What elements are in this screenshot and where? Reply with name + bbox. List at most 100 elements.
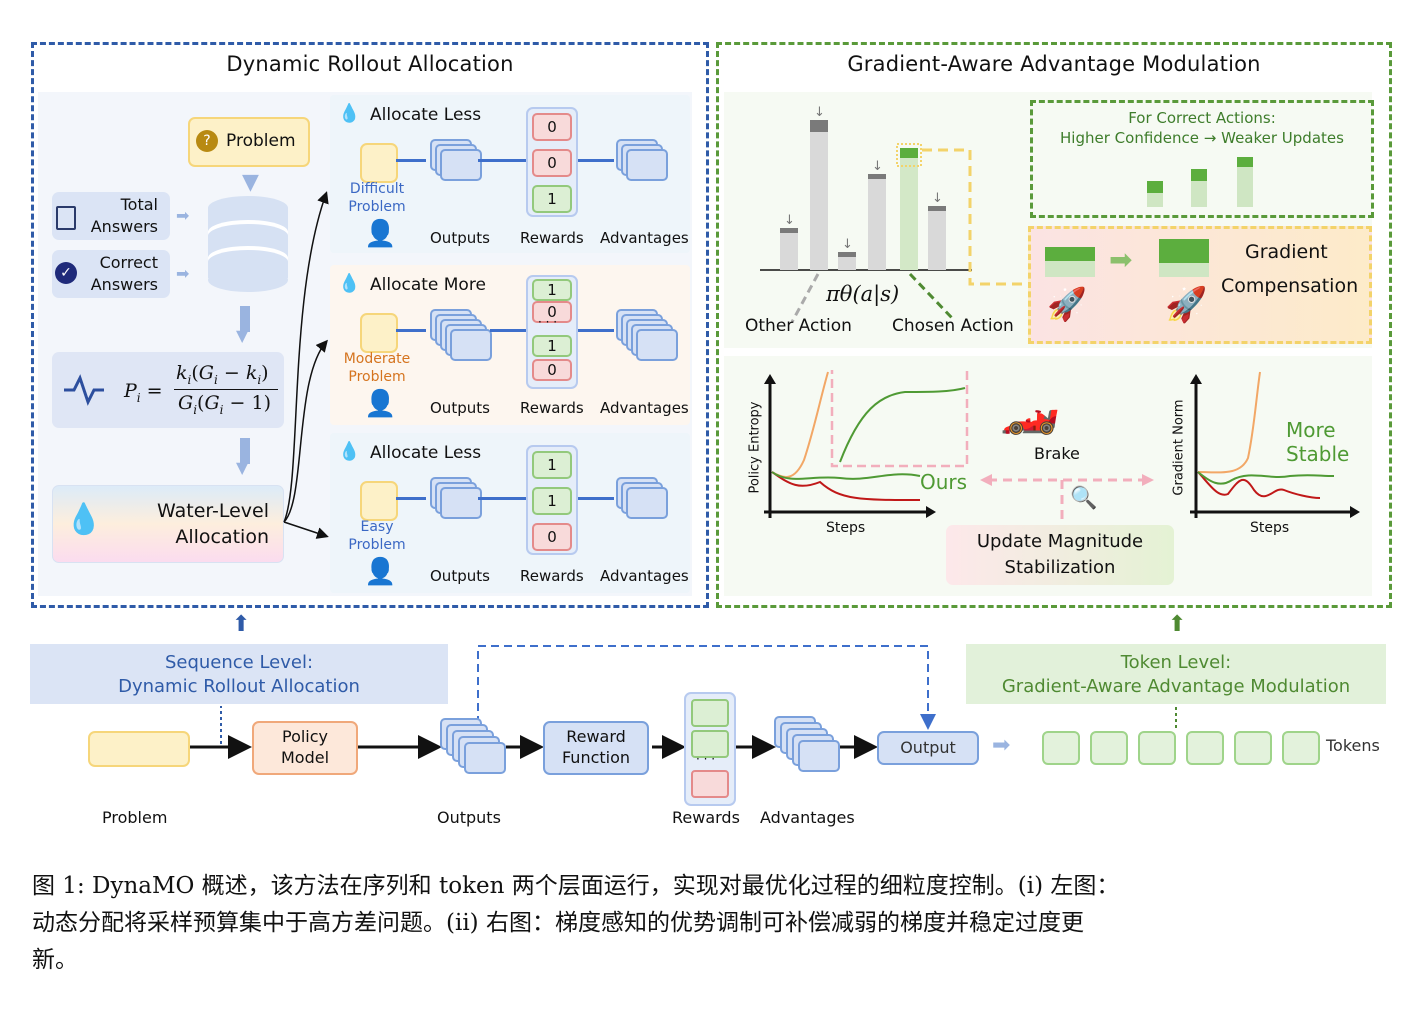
water-level-icon: 💧 — [65, 502, 103, 537]
allocation-arrows — [283, 191, 329, 539]
token-box — [1090, 731, 1128, 765]
baseline-entropy-curve — [771, 371, 829, 478]
advantages-label: Advantages — [600, 229, 689, 247]
gradnorm-ylabel: Gradient Norm — [1171, 399, 1187, 496]
difficulty-l2: Problem — [348, 537, 406, 553]
rewards-label: Rewards — [520, 399, 584, 417]
down-arrow-icon: ↓ — [814, 105, 825, 120]
decrease-cap — [838, 252, 856, 257]
correct-actions-box: For Correct Actions: Higher Confidence →… — [1030, 100, 1374, 218]
up-arrow-icon: ⬆ — [232, 612, 251, 637]
reward-cell — [691, 699, 729, 727]
gradient-compensation-box: ➡ 🚀 🚀 Gradient Compensation — [1028, 226, 1372, 344]
gradient-comp-l2: Compensation — [1221, 275, 1359, 297]
correct-actions-l2: Higher Confidence → Weaker Updates — [1060, 129, 1344, 147]
pipeline-advantages-label: Advantages — [760, 808, 855, 827]
problem-box: ? Problem — [188, 117, 310, 167]
inset-curve — [839, 387, 966, 463]
right-arrow-icon: ➡ — [176, 206, 190, 225]
advantages-label: Advantages — [600, 399, 689, 417]
allocation-title: Allocate Less — [370, 105, 482, 125]
chosen-action-pointer — [908, 272, 954, 320]
difficulty-l1: Easy — [360, 519, 394, 535]
correct-actions-l1: For Correct Actions: — [1128, 109, 1276, 127]
arrow-line — [478, 497, 526, 500]
policy-model-box: Policy Model — [252, 721, 358, 775]
sequence-level-box: Sequence Level: Dynamic Rollout Allocati… — [30, 644, 448, 704]
allocation-title: Allocate Less — [370, 443, 482, 463]
problem-input-box — [88, 731, 190, 767]
rocket-icon: 🚀 — [1047, 285, 1087, 323]
arrow-line — [578, 329, 614, 332]
down-arrow-icon — [240, 438, 250, 464]
advantages-stack — [616, 477, 686, 537]
token-level-box: Token Level: Gradient-Aware Advantage Mo… — [966, 644, 1386, 704]
other-action-label: Other Action — [745, 316, 852, 336]
rocket-icon: 🚀 — [1165, 285, 1208, 325]
advantages-stack — [774, 716, 844, 776]
token-box — [1234, 731, 1272, 765]
advantages-stack — [616, 309, 686, 369]
other-action-bar — [780, 228, 798, 270]
confidence-bar — [1147, 181, 1163, 207]
outputs-stack — [430, 309, 500, 369]
water-level-l2: Allocation — [175, 526, 269, 548]
head-icon: 👤 — [364, 557, 397, 587]
output-label: Output — [900, 738, 956, 757]
correct-answers-l2: Answers — [90, 275, 158, 294]
head-icon: 👤 — [364, 389, 397, 419]
reward-cell: 1 — [532, 451, 572, 479]
down-arrow-icon: ▼ — [236, 458, 249, 477]
entropy-xlabel: Steps — [826, 520, 866, 536]
pipeline-rewards-label: Rewards — [672, 808, 740, 827]
token-box — [1042, 731, 1080, 765]
policy-entropy-plot — [764, 370, 969, 518]
more-stable-l1: More — [1286, 418, 1336, 442]
figure-caption: 图 1: DynaMO 概述，该方法在序列和 token 两个层面运行，实现对最… — [32, 868, 1402, 979]
formula-box: Pi = ki(Gi − ki) Gi(Gi − 1) — [52, 352, 284, 428]
small-grad-bar — [1045, 247, 1095, 277]
problem-label: Problem — [226, 131, 296, 151]
question-icon: ? — [196, 130, 218, 152]
highlight-box — [896, 143, 922, 167]
collapse-gradnorm-curve — [1197, 471, 1321, 499]
down-arrow-icon: ↓ — [784, 213, 795, 228]
problem-card — [360, 143, 398, 183]
reward-cell: 1 — [532, 185, 572, 213]
compensation-connector — [922, 148, 1026, 286]
decrease-cap — [780, 228, 798, 233]
difficulty-l1: Moderate — [343, 351, 411, 367]
pipeline-rewards-column: · · · — [684, 692, 736, 806]
decrease-cap — [928, 206, 946, 211]
policy-label: πθ(a|s) — [826, 282, 900, 306]
document-icon — [56, 206, 76, 230]
gradient-modulation-panel — [716, 42, 1392, 608]
reward-function-l2: Function — [561, 748, 631, 767]
zoom-inset-box — [830, 370, 969, 468]
decrease-cap — [868, 174, 886, 179]
gradient-norm-plot — [1190, 371, 1360, 518]
other-action-bar — [810, 120, 828, 270]
allocation-title: Allocate More — [370, 275, 486, 295]
down-arrow-icon: ▼ — [236, 326, 249, 345]
policy-model-l2: Model — [280, 748, 330, 767]
caption-line-2: 动态分配将采样预算集中于高方差问题。(ii) 右图：梯度感知的优势调制可补偿减弱… — [32, 910, 1084, 936]
reward-cell: 0 — [532, 301, 572, 323]
correct-answers-l1: Correct — [99, 253, 158, 272]
arrow-line — [578, 497, 614, 500]
reward-cell: 0 — [532, 113, 572, 141]
decrease-cap — [810, 120, 828, 132]
rewards-label: Rewards — [520, 567, 584, 585]
stabilization-box: Update Magnitude Stabilization — [946, 525, 1174, 585]
chosen-action-bar — [900, 148, 918, 270]
other-action-bar — [928, 206, 946, 270]
other-action-bar — [868, 174, 886, 270]
output-box: Output — [877, 731, 979, 765]
outputs-label: Outputs — [430, 567, 490, 585]
ours-label: Ours — [920, 470, 968, 494]
reward-cell: 1 — [532, 279, 572, 301]
token-level-l2: Gradient-Aware Advantage Modulation — [1001, 676, 1351, 697]
total-answers-l2: Answers — [90, 217, 158, 236]
other-action-pointer — [790, 273, 820, 323]
